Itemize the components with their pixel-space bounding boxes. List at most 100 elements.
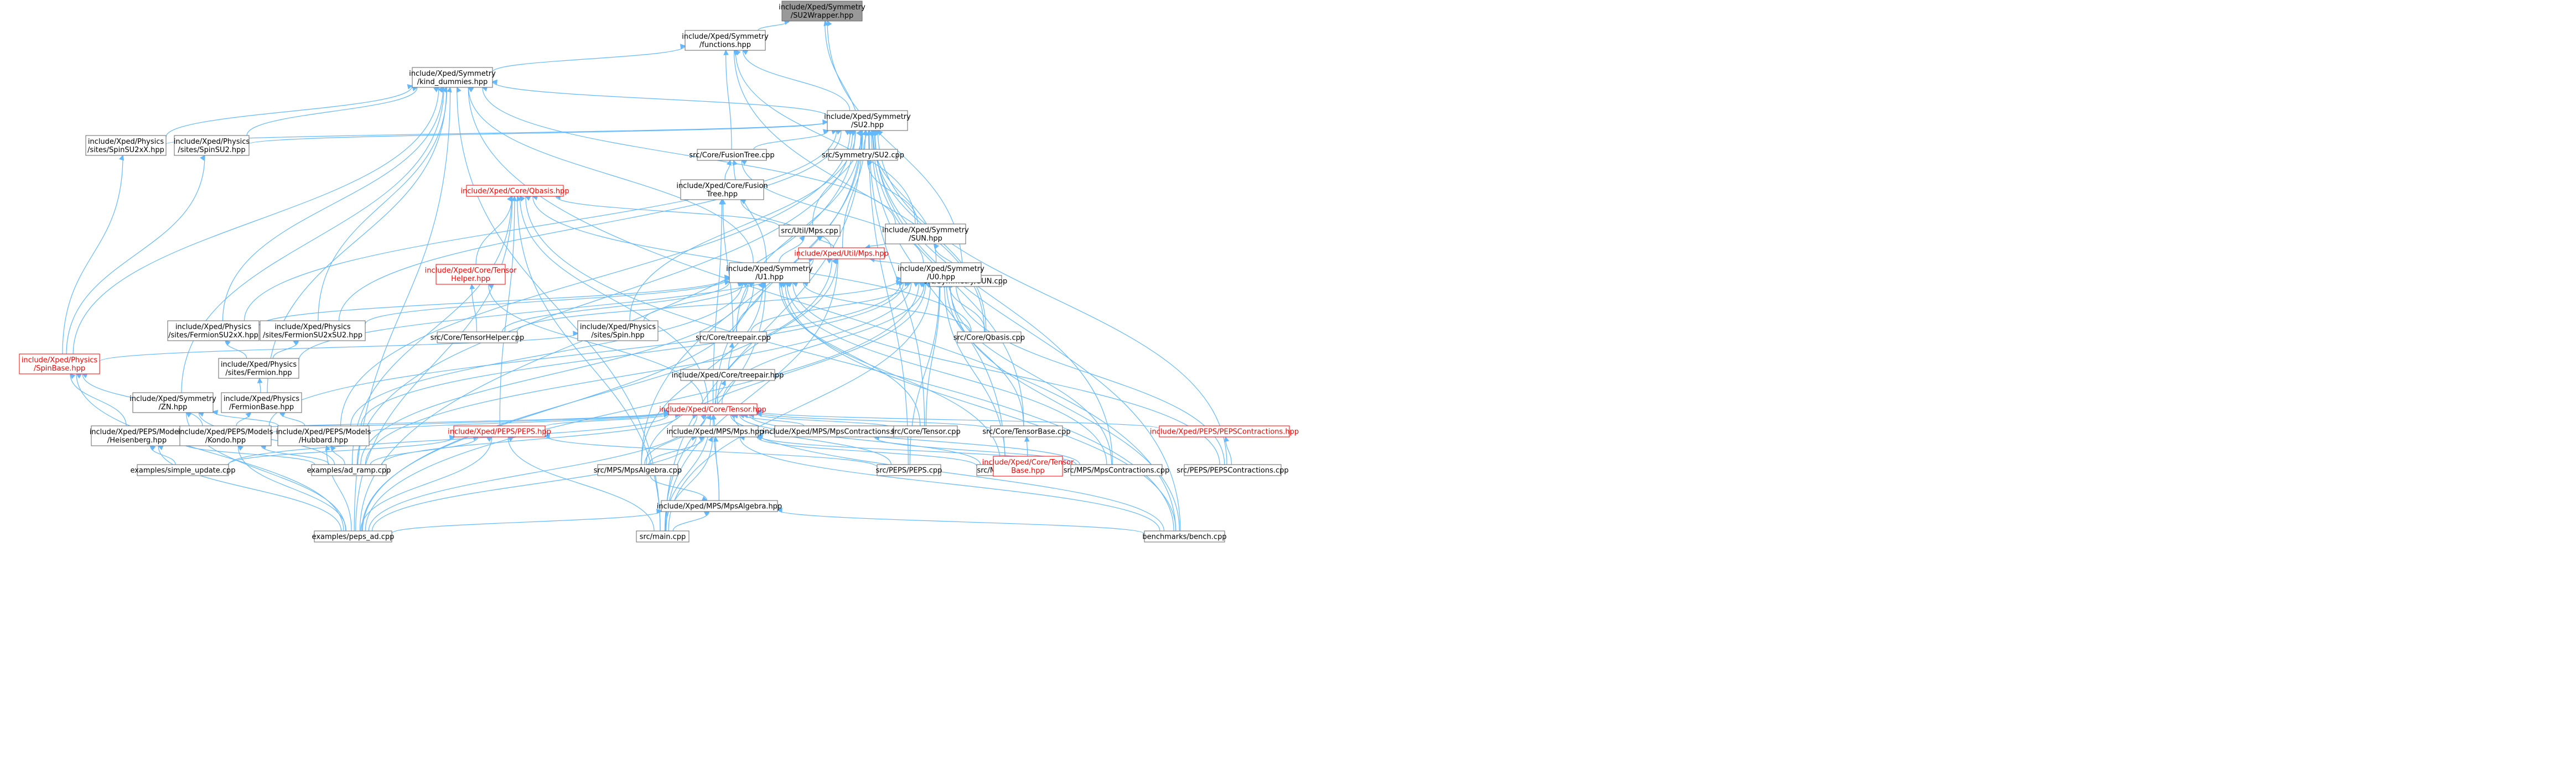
arrow-head xyxy=(733,50,739,56)
arrow-head xyxy=(895,276,902,282)
node-mpsalgebra-cpp[interactable]: src/MPS/MpsAlgebra.cpp xyxy=(594,464,682,476)
edge-functions-fusiontree_cpp xyxy=(725,50,732,150)
node-kind-dummies[interactable]: include/Xped/Symmetry/kind_dummies.hpp xyxy=(409,67,496,88)
edge-qbasis_hpp-ad_ramp xyxy=(351,196,512,465)
edge-fusiontree_hpp-tensor_hpp xyxy=(712,199,722,404)
node-box xyxy=(900,262,982,283)
edge-util_mps_cpp-u1hpp xyxy=(779,236,805,263)
node-treepair-cpp[interactable]: src/Core/treepair.cpp xyxy=(696,331,771,343)
node-tensorhelper-cpp[interactable]: src/Core/TensorHelper.cpp xyxy=(431,331,524,343)
node-util-mps-cpp[interactable]: src/Util/Mps.cpp xyxy=(779,225,841,237)
node-spinsu2xx[interactable]: include/Xped/Physics/sites/SpinSU2xX.hpp xyxy=(85,135,167,156)
node-peps-hpp[interactable]: include/Xped/PEPS/PEPS.hpp xyxy=(448,425,551,437)
node-tensorbase-hpp[interactable]: include/Xped/Core/TensorBase.hpp xyxy=(982,456,1074,477)
edge-hubbard-peps_ad xyxy=(326,445,352,531)
node-box xyxy=(781,1,863,22)
node-tensorbase-cpp[interactable]: src/Core/TensorBase.cpp xyxy=(982,425,1071,437)
node-sunhpp[interactable]: include/Xped/Symmetry/SUN.hpp xyxy=(882,223,969,244)
arrow-head xyxy=(433,87,439,92)
node-label: examples/ad_ramp.cpp xyxy=(307,467,391,475)
arrow-head xyxy=(706,414,712,420)
node-label: include/Xped/Symmetry xyxy=(409,70,496,78)
arrow-head xyxy=(862,129,868,136)
node-tensor-hpp[interactable]: include/Xped/Core/Tensor.hpp xyxy=(659,403,766,415)
graph-nodes: include/Xped/Symmetry/SU2Wrapper.hpp incl… xyxy=(19,1,1299,543)
graph-edges xyxy=(62,19,1232,534)
node-qbasis-cpp[interactable]: src/Core/Qbasis.cpp xyxy=(953,331,1025,343)
node-fusiontree-hpp[interactable]: include/Xped/Core/FusionTree.hpp xyxy=(676,179,768,200)
arrow-head xyxy=(895,280,902,286)
node-functions[interactable]: include/Xped/Symmetry/functions.hpp xyxy=(682,30,769,51)
node-fermionbase[interactable]: include/Xped/Physics/FermionBase.hpp xyxy=(221,392,302,413)
node-peps-ad[interactable]: examples/peps_ad.cpp xyxy=(312,530,395,543)
arrow-head xyxy=(724,280,730,285)
node-zn-hpp[interactable]: include/Xped/Symmetry/ZN.hpp xyxy=(129,392,216,413)
arrow-head xyxy=(245,412,251,418)
edge-heisenberg-peps_ad xyxy=(158,445,342,531)
node-label: /SU2Wrapper.hpp xyxy=(791,12,854,20)
node-fermionsu2xx[interactable]: include/Xped/Physics/sites/FermionSU2xX.… xyxy=(167,320,260,341)
arrow-head xyxy=(70,373,76,379)
node-label: include/Xped/Physics xyxy=(175,323,252,331)
arrow-head xyxy=(469,283,475,289)
node-tensorhelper-hpp[interactable]: include/Xped/Core/TensorHelper.hpp xyxy=(425,264,517,285)
node-treepair-hpp[interactable]: include/Xped/Core/treepair.hpp xyxy=(672,369,784,381)
node-mpscontr-cpp[interactable]: src/MPS/MpsContractions.cpp xyxy=(1064,464,1170,476)
node-mpsalgebra-hpp[interactable]: include/Xped/MPS/MpsAlgebra.hpp xyxy=(657,500,782,512)
node-qbasis-hpp[interactable]: include/Xped/Core/Qbasis.hpp xyxy=(460,185,569,197)
arrow-head xyxy=(200,155,205,161)
node-box xyxy=(680,369,775,381)
node-fermionsu2xsu2[interactable]: include/Xped/Physics/sites/FermionSU2xSU… xyxy=(260,320,366,341)
node-label: src/MPS/MpsContractions.cpp xyxy=(1064,467,1170,475)
node-label: /sites/Fermion.hpp xyxy=(225,369,292,377)
node-label: include/Xped/Physics xyxy=(221,361,297,369)
node-main-cpp[interactable]: src/main.cpp xyxy=(636,530,690,543)
node-kondo[interactable]: include/Xped/PEPS/Models/Kondo.hpp xyxy=(178,425,273,446)
node-label: src/Core/Qbasis.cpp xyxy=(953,334,1025,342)
node-util-mps-hpp[interactable]: include/Xped/Util/Mps.hpp xyxy=(794,247,889,259)
node-pepscontr-cpp[interactable]: src/PEPS/PEPSContractions.cpp xyxy=(1176,464,1289,476)
node-box xyxy=(577,320,659,341)
node-spinsu2[interactable]: include/Xped/Physics/sites/SpinSU2.hpp xyxy=(174,135,250,156)
node-bench[interactable]: benchmarks/bench.cpp xyxy=(1142,530,1227,543)
arrow-head xyxy=(516,195,522,202)
node-su2hpp[interactable]: include/Xped/Symmetry/SU2.hpp xyxy=(824,110,911,131)
node-fusiontree-cpp[interactable]: src/Core/FusionTree.cpp xyxy=(689,149,775,161)
node-u1hpp[interactable]: include/Xped/Symmetry/U1.hpp xyxy=(726,262,813,283)
node-peps-cpp[interactable]: src/PEPS/PEPS.cpp xyxy=(876,464,942,476)
node-label: Tree.hpp xyxy=(706,190,738,199)
arrow-head xyxy=(877,130,883,136)
edge-fermionsu2xsu2-fermion_hpp xyxy=(272,340,299,359)
node-spinbase[interactable]: include/Xped/Physics/SpinBase.hpp xyxy=(19,353,100,374)
edge-u0hpp-bench xyxy=(950,282,1180,531)
node-pepscontr-hpp[interactable]: include/Xped/PEPS/PEPSContractions.hpp xyxy=(1150,425,1299,437)
arrow-head xyxy=(867,129,873,136)
node-core-tensor-cpp[interactable]: src/Core/Tensor.cpp xyxy=(890,425,961,437)
node-ad-ramp[interactable]: examples/ad_ramp.cpp xyxy=(307,464,391,476)
node-label: src/Core/TensorHelper.cpp xyxy=(431,334,524,342)
node-fermion-hpp[interactable]: include/Xped/Physics/sites/Fermion.hpp xyxy=(218,358,299,379)
node-heisenberg[interactable]: include/Xped/PEPS/Models/Heisenberg.hpp xyxy=(90,425,185,446)
node-mps-hpp[interactable]: include/Xped/MPS/Mps.hpp xyxy=(666,425,764,437)
edge-su2hpp-fermionsu2xsu2 xyxy=(338,130,842,321)
arrow-head xyxy=(519,196,525,202)
node-hubbard[interactable]: include/Xped/PEPS/Models/Hubbard.hpp xyxy=(276,425,371,446)
arrow-head xyxy=(449,435,455,440)
arrow-head xyxy=(920,282,926,288)
node-u0hpp[interactable]: include/Xped/Symmetry/U0.hpp xyxy=(898,262,984,283)
node-simple-update[interactable]: examples/simple_update.cpp xyxy=(130,464,236,476)
edge-kondo-peps_ad xyxy=(237,445,346,531)
edge-spin_hpp-spinbase xyxy=(99,332,578,362)
node-box xyxy=(311,464,387,476)
edge-u1hpp-fermionsu2xx xyxy=(258,277,730,326)
node-spin-hpp[interactable]: include/Xped/Physics/sites/Spin.hpp xyxy=(577,320,659,341)
node-label: /sites/Spin.hpp xyxy=(591,331,644,340)
arrow-head xyxy=(822,119,828,125)
node-su2cpp[interactable]: src/Symmetry/SU2.cpp xyxy=(822,149,904,161)
node-box xyxy=(218,358,299,379)
node-box xyxy=(221,392,302,413)
node-mpscontr-hpp[interactable]: include/Xped/MPS/MpsContractions.hpp xyxy=(763,425,906,437)
edge-su2hpp-hubbard xyxy=(340,130,851,426)
edge-fusiontree_hpp-treepair_cpp xyxy=(722,199,733,332)
arrow-head xyxy=(833,258,838,264)
